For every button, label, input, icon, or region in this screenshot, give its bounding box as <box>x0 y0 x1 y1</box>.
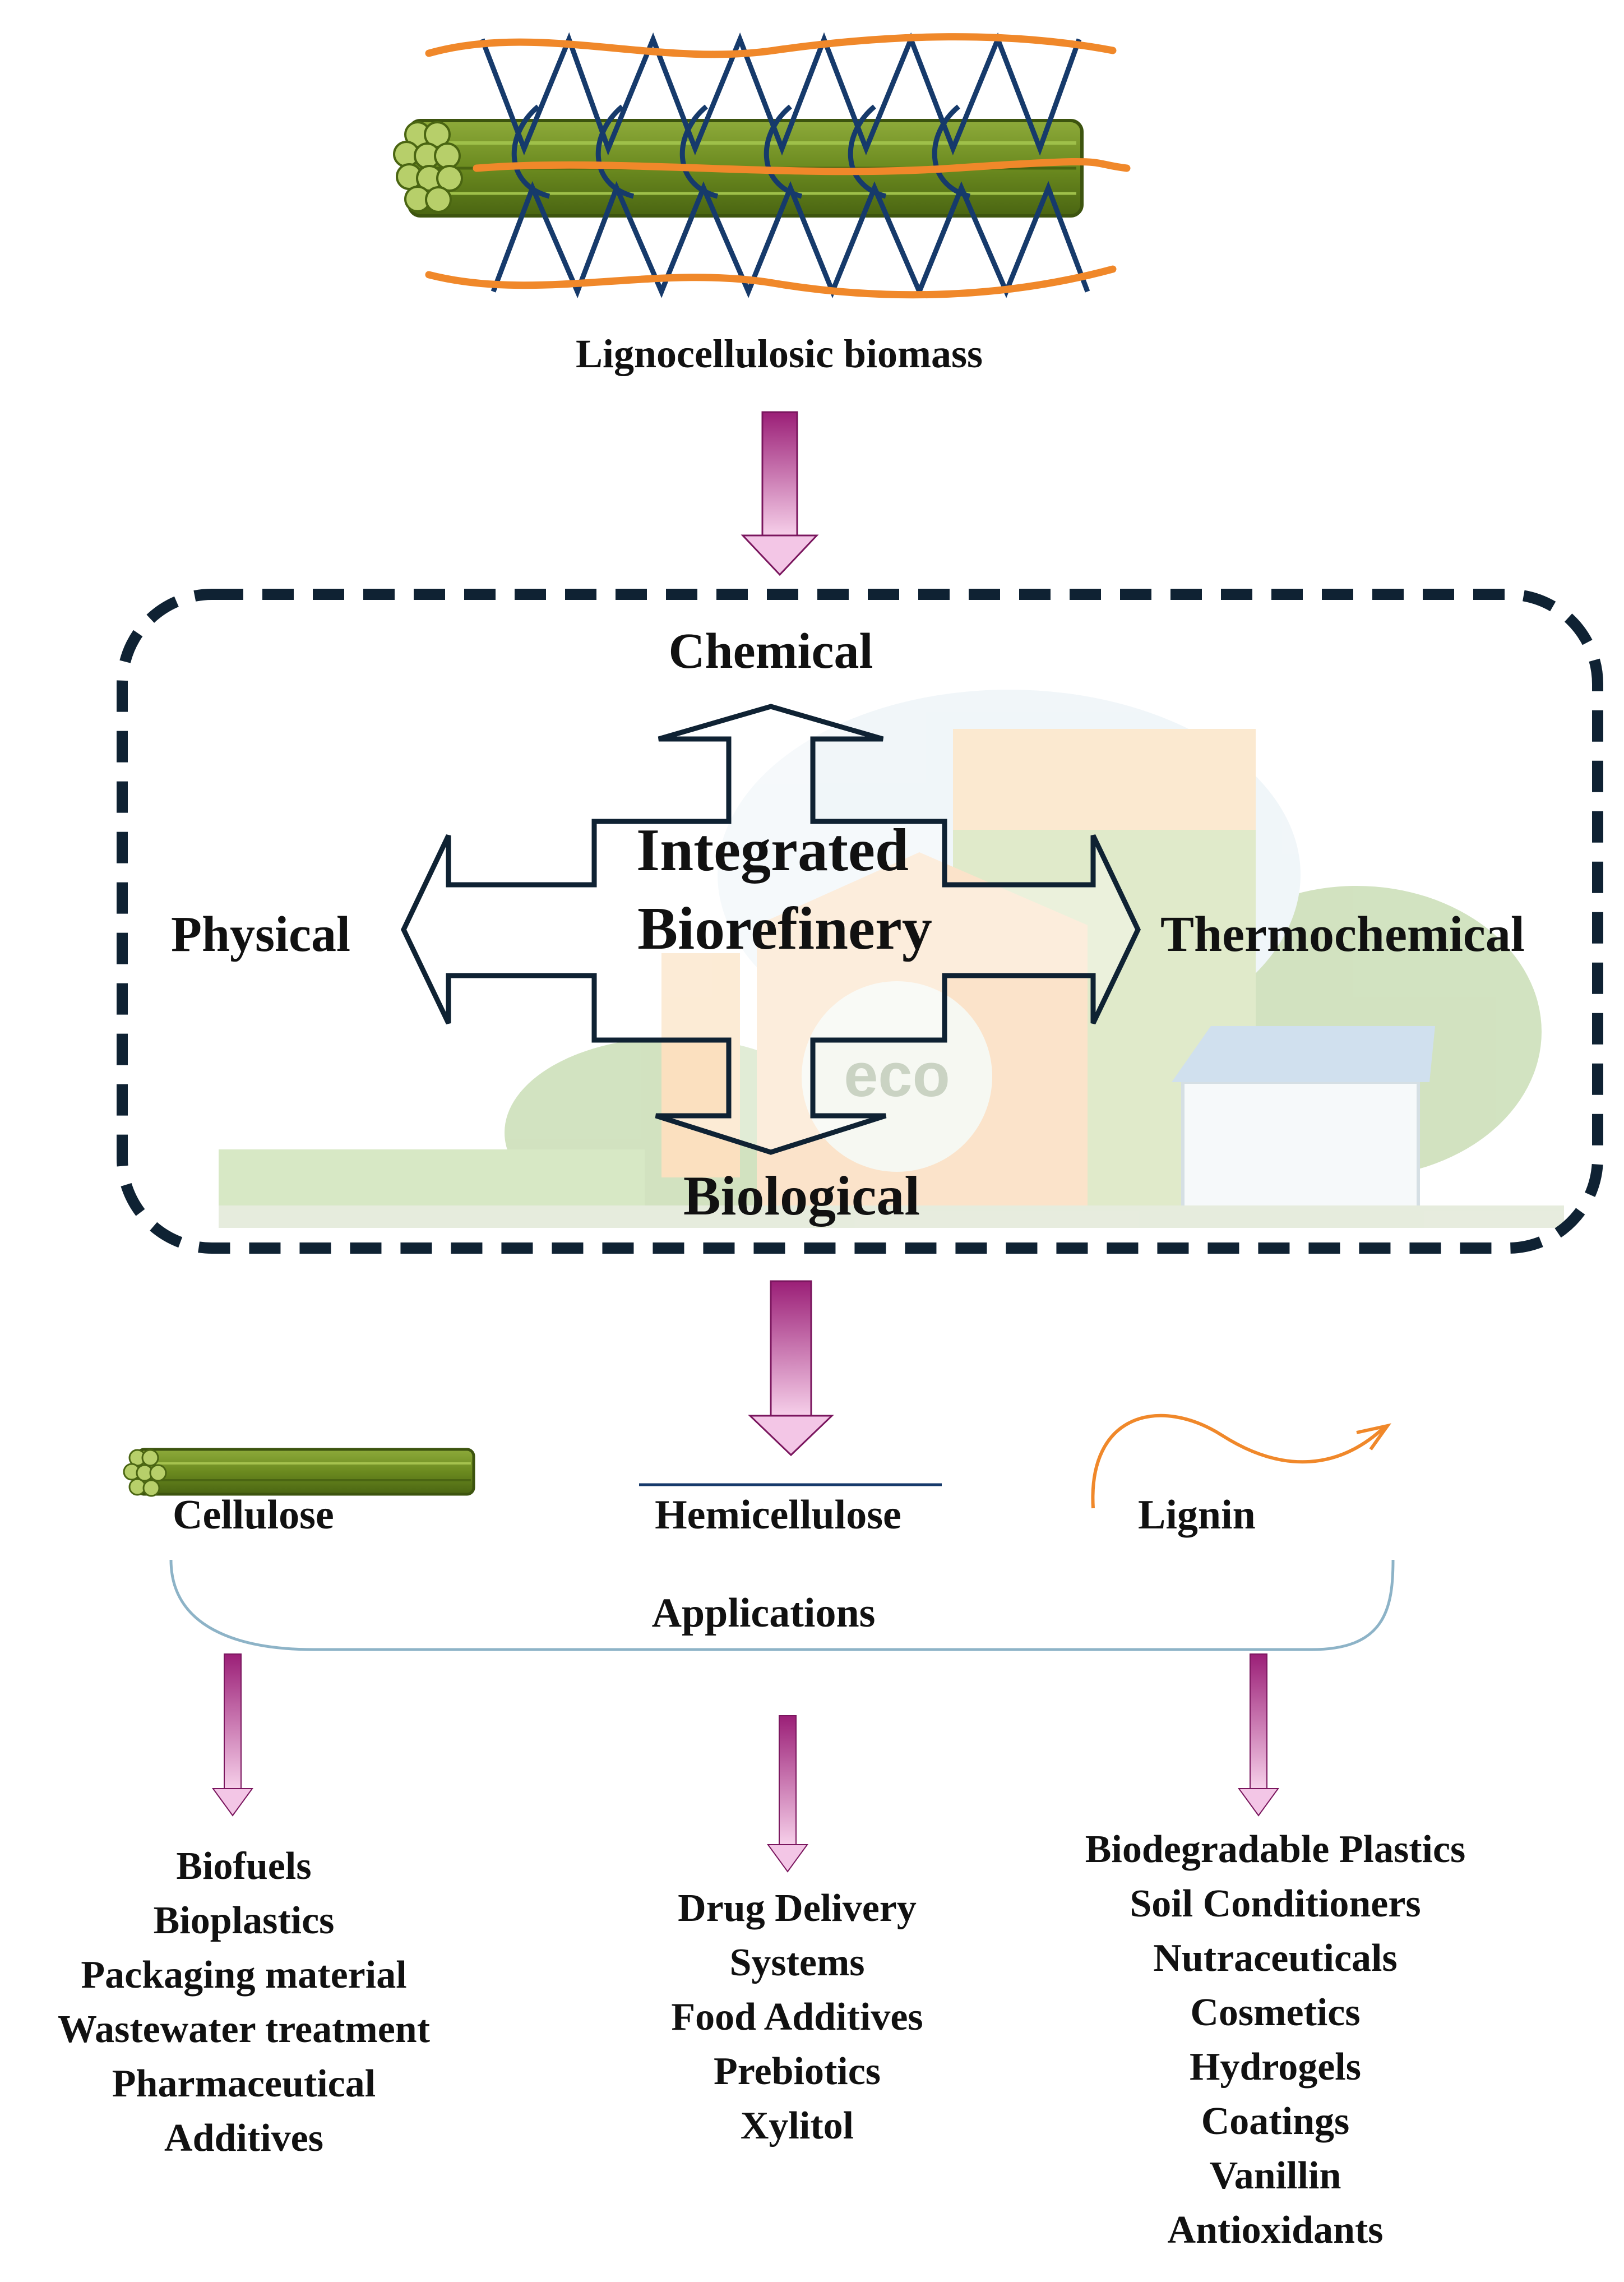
biorefinery-frame <box>117 589 1603 1254</box>
list-item: Drug Delivery <box>678 1887 917 1930</box>
list-item: Additives <box>164 2117 323 2160</box>
hemicellulose-applications-list: Drug Delivery Systems Food Additives Pre… <box>671 1881 923 2153</box>
list-item: Bioplastics <box>153 1899 335 1942</box>
application-arrow <box>212 1653 253 1817</box>
process-arrow <box>741 411 819 576</box>
list-item: Biodegradable Plastics <box>1085 1828 1466 1871</box>
list-item: Vanillin <box>1209 2154 1341 2197</box>
component-hemicellulose-label: Hemicellulose <box>655 1492 901 1538</box>
list-item: Coatings <box>1201 2100 1350 2143</box>
route-chemical-label: Chemical <box>668 623 873 679</box>
route-thermochemical-label: Thermochemical <box>1160 907 1525 962</box>
list-item: Systems <box>729 1941 865 1984</box>
application-arrow <box>767 1715 808 1873</box>
list-item: Cosmetics <box>1190 1991 1361 2034</box>
central-title-line2: Biorefinery <box>637 895 932 962</box>
process-arrow <box>748 1280 834 1457</box>
component-cellulose-label: Cellulose <box>173 1492 334 1538</box>
list-item: Biofuels <box>176 1845 312 1888</box>
hemicellulose-mesh <box>479 32 1090 298</box>
list-item: Prebiotics <box>713 2050 881 2093</box>
applications-bracket <box>169 1559 1395 1651</box>
four-way-arrow-icon <box>401 704 1141 1155</box>
list-item: Wastewater treatment <box>57 2008 431 2051</box>
list-item: Packaging material <box>81 1953 407 1997</box>
lignin-strands <box>425 33 1131 299</box>
list-item: Hydrogels <box>1190 2045 1361 2089</box>
central-title-line1: Integrated <box>636 817 909 884</box>
list-item: Xylitol <box>740 2104 854 2147</box>
list-item: Nutraceuticals <box>1153 1937 1398 1980</box>
application-arrow <box>1238 1653 1279 1817</box>
lignin-arrowhead-icon <box>1356 1423 1391 1450</box>
list-item: Pharmaceutical <box>112 2062 376 2105</box>
eco-icon-text: eco <box>844 1041 950 1110</box>
list-item: Food Additives <box>671 1995 923 2039</box>
lignocellulose-illustration <box>393 32 1131 299</box>
biorefinery-background <box>219 690 1564 1228</box>
cellulose-fiber-icon <box>123 1448 475 1497</box>
list-item: Antioxidants <box>1167 2209 1384 2252</box>
list-item: Soil Conditioners <box>1130 1882 1421 1925</box>
route-physical-label: Physical <box>171 907 351 962</box>
lignin-strand-icon <box>1091 1413 1386 1509</box>
component-lignin-label: Lignin <box>1138 1492 1256 1538</box>
applications-label: Applications <box>651 1590 876 1636</box>
route-biological-label: Biological <box>683 1165 920 1227</box>
biomass-label: Lignocellulosic biomass <box>575 331 983 376</box>
cellulose-applications-list: Biofuels Bioplastics Packaging material … <box>58 1839 430 2165</box>
lignin-applications-list: Biodegradable Plastics Soil Conditioners… <box>1085 1822 1466 2257</box>
